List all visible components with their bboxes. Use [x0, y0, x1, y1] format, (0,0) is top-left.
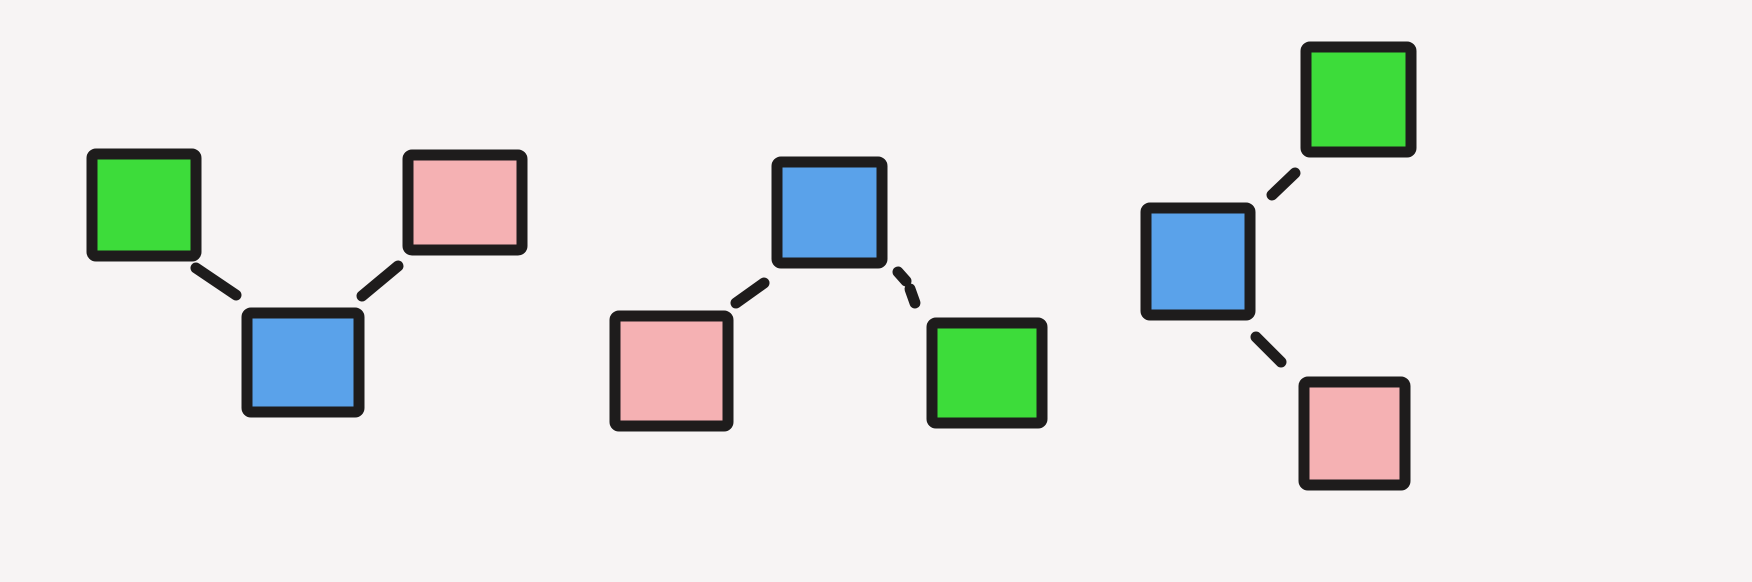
connector-g1-pink-g1-blue	[356, 260, 404, 302]
connector-g2-blue-g2-green	[892, 266, 912, 287]
connector-g2-blue-g2-green	[904, 283, 921, 309]
pink-square-node	[402, 149, 528, 256]
pink-square-node	[1298, 376, 1411, 491]
green-square-node	[86, 148, 202, 262]
connector-g2-blue-g2-pink	[730, 277, 770, 309]
group-3	[1140, 41, 1417, 491]
green-square-node	[1300, 41, 1417, 158]
links-layer	[190, 167, 1301, 368]
connector-g1-green-g1-blue	[190, 262, 242, 301]
blue-square-node	[771, 156, 888, 269]
group-1	[86, 148, 528, 418]
nodes-layer	[86, 41, 1417, 491]
connector-g3-blue-g3-pink	[1250, 331, 1287, 368]
connector-g3-blue-g3-green	[1266, 167, 1301, 201]
group-2	[609, 156, 1048, 432]
blue-square-node	[241, 307, 365, 418]
blue-square-node	[1140, 202, 1256, 321]
green-square-node	[926, 317, 1048, 429]
pink-square-node	[609, 310, 734, 432]
